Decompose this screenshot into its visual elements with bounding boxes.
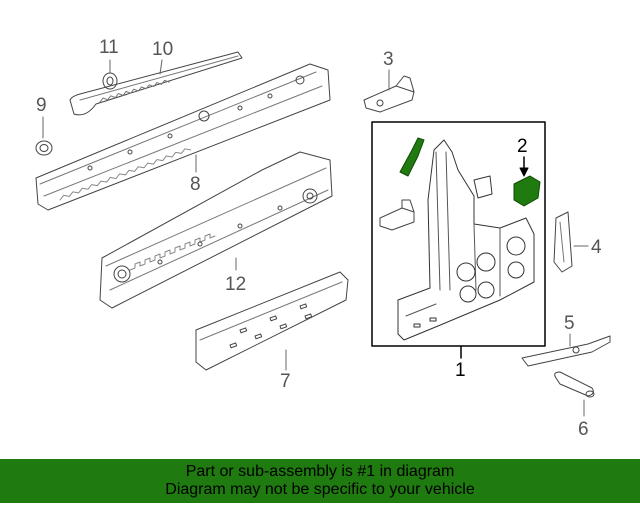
info-banner: Part or sub-assembly is #1 in diagram Di… xyxy=(0,459,640,503)
part-1-highlight-strip[interactable] xyxy=(399,137,425,177)
callout-9: 9 xyxy=(36,95,47,116)
part-9-plug[interactable] xyxy=(35,140,53,156)
banner-line-2: Diagram may not be specific to your vehi… xyxy=(165,481,475,498)
callout-8: 8 xyxy=(190,174,201,195)
callout-7: 7 xyxy=(280,371,291,392)
callout-3: 3 xyxy=(383,49,394,70)
callout-12: 12 xyxy=(225,274,247,295)
part-11-grommet[interactable] xyxy=(102,72,118,90)
part-1-box xyxy=(371,121,546,347)
part-8-inner-rocker[interactable] xyxy=(35,63,331,211)
part-10-sill-strip[interactable] xyxy=(69,51,243,116)
part-1-bracket[interactable] xyxy=(379,199,415,231)
part-12-outer-rocker[interactable] xyxy=(99,151,333,309)
callout-11: 11 xyxy=(99,37,119,58)
callout-10: 10 xyxy=(152,39,174,60)
leader-10 xyxy=(159,59,163,75)
callout-4: 4 xyxy=(591,237,602,258)
part-7-reinforcement[interactable] xyxy=(195,271,349,371)
part-4-side-bracket[interactable] xyxy=(553,211,573,273)
callout-1: 1 xyxy=(455,360,466,381)
part-1-hinge-pillar[interactable] xyxy=(397,139,535,341)
callout-2: 2 xyxy=(517,136,528,157)
callout-6: 6 xyxy=(578,419,589,440)
leader-2-arrow xyxy=(519,167,529,177)
callout-5: 5 xyxy=(564,313,575,334)
part-2-bracket[interactable] xyxy=(513,175,541,207)
parts-diagram xyxy=(35,51,611,417)
banner-line-1: Part or sub-assembly is #1 in diagram xyxy=(185,463,455,480)
part-5-lower-bracket[interactable] xyxy=(521,335,611,367)
part-3-bracket[interactable] xyxy=(363,75,415,113)
part-6-bolt[interactable] xyxy=(554,371,595,398)
